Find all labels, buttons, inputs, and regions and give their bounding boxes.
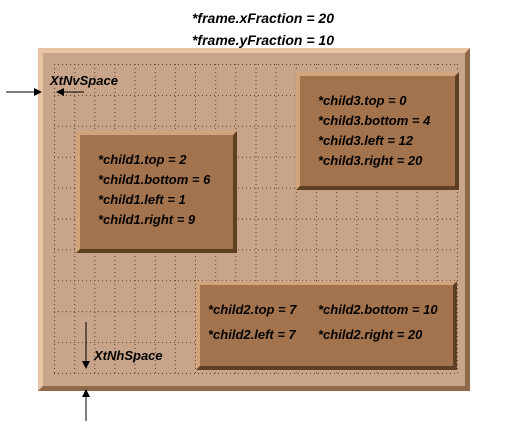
child2-right-label: *child2.right = 20 [318, 327, 423, 342]
x-fraction-caption: *frame.xFraction = 20 [191, 10, 334, 26]
nh-space-label: XtNhSpace [94, 348, 163, 363]
child3-right-label: *child3.right = 20 [318, 153, 423, 168]
child3-box: *child3.top = 0 *child3.bottom = 4 *chil… [296, 72, 459, 190]
child3-top-label: *child3.top = 0 [318, 93, 407, 108]
child2-box: *child2.top = 7 *child2.bottom = 10 *chi… [196, 281, 457, 370]
child3-bottom-label: *child3.bottom = 4 [318, 113, 431, 128]
child2-left-label: *child2.left = 7 [208, 327, 296, 342]
nv-space-label: XtNvSpace [50, 73, 118, 88]
child3-left-label: *child3.left = 12 [318, 133, 414, 148]
child1-top-label: *child1.top = 2 [98, 152, 187, 167]
child2-top-label: *child2.top = 7 [208, 302, 297, 317]
child1-right-label: *child1.right = 9 [98, 212, 196, 227]
child2-bottom-label: *child2.bottom = 10 [318, 302, 438, 317]
child1-left-label: *child1.left = 1 [98, 192, 186, 207]
y-fraction-caption: *frame.yFraction = 10 [191, 32, 334, 48]
child1-box: *child1.top = 2 *child1.bottom = 6 *chil… [76, 131, 237, 253]
child1-bottom-label: *child1.bottom = 6 [98, 172, 211, 187]
